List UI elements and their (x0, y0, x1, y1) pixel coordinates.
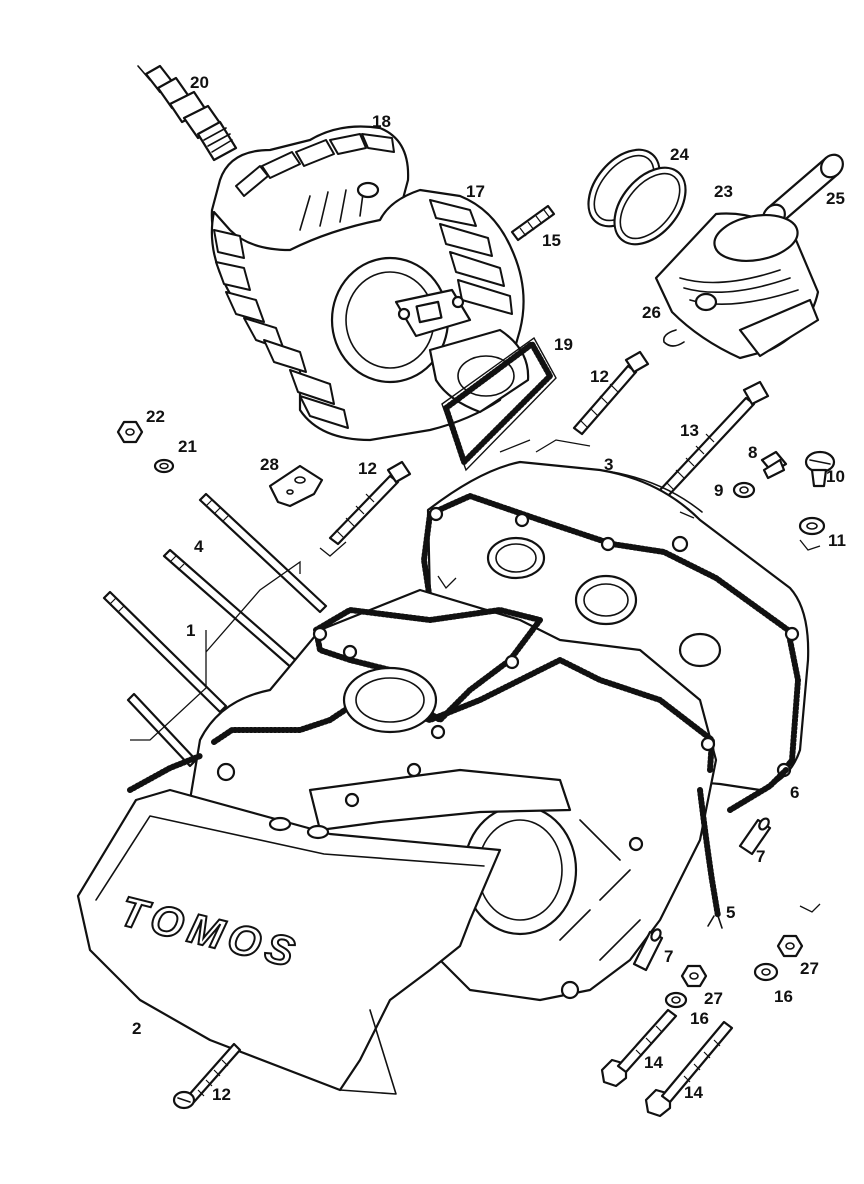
callout-14a: 14 (644, 1053, 663, 1072)
wire (697, 787, 723, 929)
nut-22 (116, 420, 144, 444)
washer-11 (798, 516, 826, 536)
washer-16-left (664, 991, 688, 1009)
nut-27-right (776, 934, 804, 958)
callout-12c: 12 (212, 1085, 231, 1104)
callout-9: 9 (714, 481, 723, 500)
callout-19: 19 (554, 335, 573, 354)
callout-11: 11 (828, 531, 846, 550)
callout-17: 17 (466, 182, 485, 201)
bracket (268, 464, 324, 508)
callout-6: 6 (790, 783, 799, 802)
side-cover: TOMOS (76, 788, 502, 1095)
callout-14b: 14 (684, 1083, 703, 1102)
callout-labels: 20 18 17 24 23 25 15 26 19 12 22 21 13 8… (132, 73, 846, 1104)
intake-gasket (441, 336, 557, 472)
callout-7b: 7 (664, 947, 673, 966)
callout-24: 24 (670, 145, 689, 164)
plug-screw (760, 450, 788, 480)
callout-1: 1 (186, 621, 195, 640)
leader-lines (130, 439, 821, 913)
callout-12a: 12 (590, 367, 609, 386)
callout-20: 20 (190, 73, 209, 92)
callout-27b: 27 (704, 989, 723, 1008)
long-bolt (658, 380, 770, 498)
callout-16a: 16 (774, 987, 793, 1006)
callout-27a: 27 (800, 959, 819, 978)
piston (654, 212, 820, 360)
bolt-14-right (644, 1020, 734, 1118)
studs (102, 492, 328, 768)
left-gasket-strip (127, 753, 203, 793)
cylinder (210, 188, 530, 442)
callout-15: 15 (542, 231, 561, 250)
bolt-upper (572, 350, 650, 436)
washer-21 (153, 458, 175, 474)
callout-21: 21 (178, 437, 197, 456)
callout-4: 4 (194, 537, 204, 556)
callout-13: 13 (680, 421, 699, 440)
callout-25: 25 (826, 189, 845, 208)
dowel-pin-lower (632, 928, 664, 972)
piston-rings (587, 148, 687, 246)
callout-23: 23 (714, 182, 733, 201)
callout-3: 3 (604, 455, 613, 474)
callout-16b: 16 (690, 1009, 709, 1028)
callout-26: 26 (642, 303, 661, 322)
gasket-strip (727, 767, 789, 813)
callout-12b: 12 (358, 459, 377, 478)
stud (510, 204, 556, 242)
callout-18: 18 (372, 112, 391, 131)
bolt-14-left (600, 1008, 678, 1088)
callout-22: 22 (146, 407, 165, 426)
callout-5: 5 (726, 903, 735, 922)
nut-27-left (680, 964, 708, 988)
washer-9 (732, 481, 756, 499)
bolt-lower (172, 1042, 242, 1110)
callout-7a: 7 (756, 847, 765, 866)
circlip (662, 329, 685, 347)
spark-plug (137, 64, 238, 162)
callout-28: 28 (260, 455, 279, 474)
callout-10: 10 (826, 467, 845, 486)
washer-16-right (753, 962, 779, 982)
callout-2: 2 (132, 1019, 141, 1038)
drain-screw (804, 450, 836, 488)
bolt-middle (328, 460, 412, 546)
dowel-pin-upper (738, 817, 772, 856)
callout-8: 8 (748, 443, 757, 462)
